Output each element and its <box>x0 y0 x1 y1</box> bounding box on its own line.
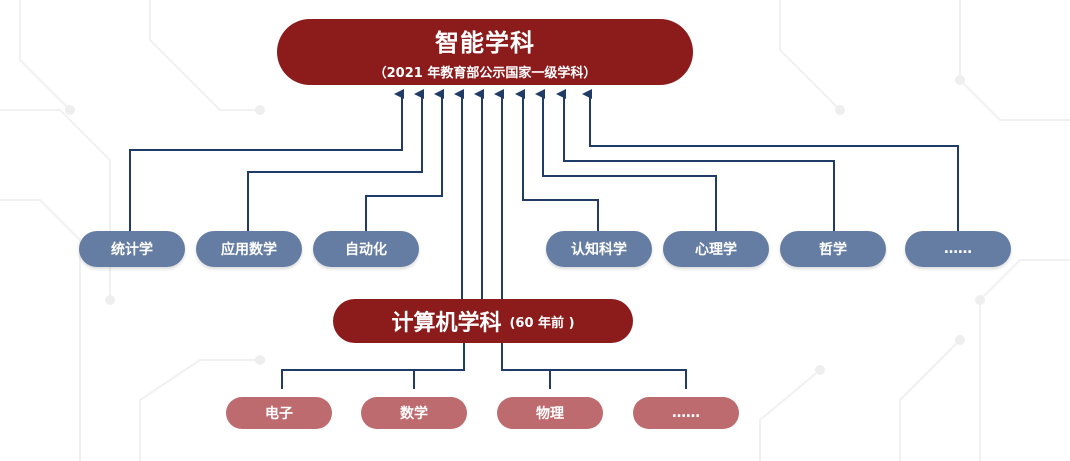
connector-foundation-left <box>281 343 465 389</box>
node-psychology: 心理学 <box>663 231 769 267</box>
node-mathematics-label: 数学 <box>400 406 428 422</box>
node-more-contributors-label: …… <box>944 241 972 257</box>
node-automation-label: 自动化 <box>345 242 387 258</box>
node-automation: 自动化 <box>313 231 419 267</box>
node-cognitive-science-label: 认知科学 <box>571 242 627 258</box>
connector-psychology <box>535 89 717 233</box>
intelligent-discipline-node: 智能学科 （2021 年教育部公示国家一级学科） <box>277 19 693 85</box>
intelligent-discipline-title: 智能学科 <box>435 29 535 57</box>
node-physics: 物理 <box>497 397 603 429</box>
connector-applied-math <box>247 89 424 233</box>
connector-more <box>582 89 959 233</box>
node-mathematics: 数学 <box>361 397 467 429</box>
computer-science-title: 计算机学科 <box>391 311 502 336</box>
node-philosophy-label: 哲学 <box>819 242 847 258</box>
node-psychology-label: 心理学 <box>695 242 737 258</box>
computer-science-note: (60 年前 ) <box>509 315 575 331</box>
node-electronics-label: 电子 <box>265 406 293 422</box>
node-more-foundations: …… <box>633 397 739 429</box>
node-more-foundations-label: …… <box>672 405 700 421</box>
node-statistics-label: 统计学 <box>111 242 153 258</box>
connector-automation <box>365 89 444 233</box>
intelligent-discipline-subtitle: （2021 年教育部公示国家一级学科） <box>373 66 597 81</box>
node-electronics: 电子 <box>226 397 332 429</box>
node-physics-label: 物理 <box>536 406 564 422</box>
computer-science-node: 计算机学科 (60 年前 ) <box>333 299 633 343</box>
node-more-contributors: …… <box>905 231 1011 267</box>
node-applied-math: 应用数学 <box>196 231 302 267</box>
connector-statistics <box>129 89 404 233</box>
connector-cognitive-science <box>515 89 599 233</box>
connector-philosophy <box>556 89 835 233</box>
node-cognitive-science: 认知科学 <box>546 231 652 267</box>
node-philosophy: 哲学 <box>780 231 886 267</box>
connector-foundation-right <box>501 343 687 389</box>
node-statistics: 统计学 <box>79 231 185 267</box>
node-applied-math-label: 应用数学 <box>221 242 277 258</box>
